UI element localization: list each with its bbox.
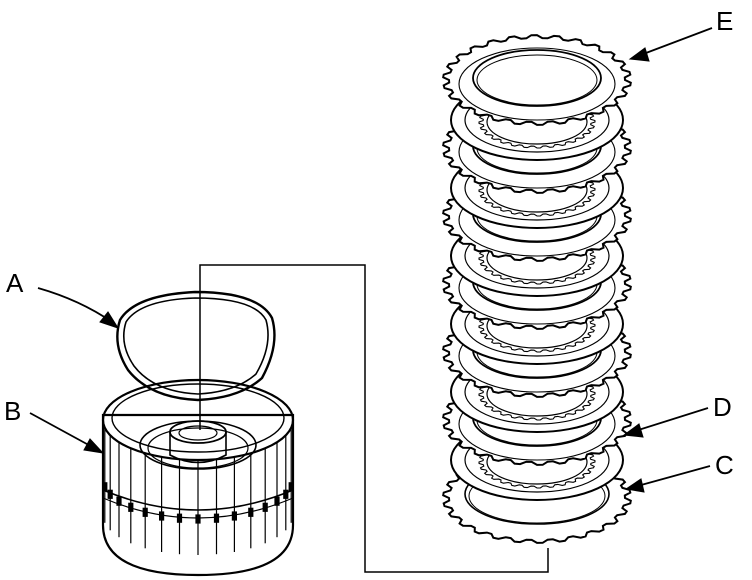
arrowhead-c — [624, 478, 645, 493]
callout-a: A — [6, 268, 24, 298]
arrowhead-e — [628, 47, 650, 62]
drum-spline-window — [116, 496, 122, 506]
callout-b: B — [4, 396, 21, 426]
leader-a — [37, 287, 113, 323]
drum-spline-window — [213, 513, 220, 523]
clutch-plate — [442, 34, 632, 126]
drum-spline-window — [231, 511, 237, 521]
o-ring — [116, 290, 276, 402]
drum-spline-window — [195, 514, 201, 524]
drum-spline-window — [176, 513, 183, 523]
clutch-pack — [442, 34, 632, 544]
leader-b — [29, 412, 97, 450]
callout-c: C — [715, 450, 734, 480]
arrowhead-d — [622, 423, 644, 438]
clutch-drum — [101, 378, 295, 577]
callout-leaders — [29, 27, 713, 493]
drum-spline-window — [274, 496, 280, 506]
leader-c — [633, 465, 711, 488]
arrowhead-a — [99, 311, 120, 329]
drum-spline-window — [159, 511, 165, 521]
leader-d — [631, 407, 709, 433]
leader-e — [637, 27, 713, 57]
callout-d: D — [713, 392, 732, 422]
callout-e: E — [716, 6, 733, 36]
arrowhead-b — [83, 438, 105, 454]
